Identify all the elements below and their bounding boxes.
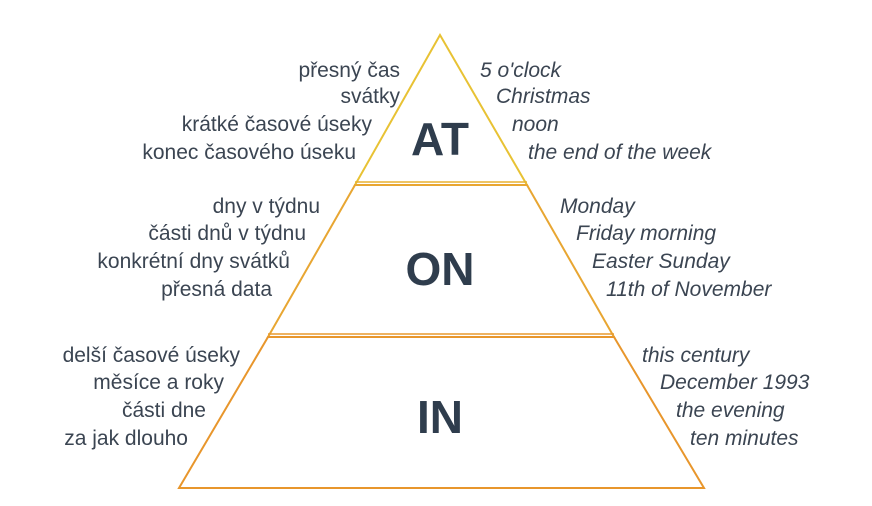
at-czech-3: krátké časové úseky: [181, 113, 372, 136]
in-czech-1: delší časové úseky: [62, 344, 240, 367]
tier-in-shape: [177, 336, 706, 489]
in-english-1: this century: [642, 344, 750, 367]
at-czech-4: konec časového úseku: [142, 141, 356, 164]
at-czech-1: přesný čas: [298, 59, 400, 82]
on-czech-4: přesná data: [161, 278, 272, 301]
tier-in-title: IN: [417, 391, 463, 443]
at-english-3: noon: [512, 113, 559, 136]
on-czech-3: konkrétní dny svátků: [97, 250, 290, 273]
at-english-2: Christmas: [496, 85, 591, 108]
on-english-3: Easter Sunday: [592, 250, 730, 273]
in-czech-2: měsíce a roky: [93, 371, 224, 394]
at-czech-2: svátky: [340, 85, 400, 108]
in-czech-4: za jak dlouho: [64, 427, 188, 450]
in-english-4: ten minutes: [690, 427, 799, 450]
at-english-1: 5 o'clock: [480, 59, 562, 82]
tier-at-title: AT: [411, 113, 469, 165]
in-english-3: the evening: [676, 399, 785, 422]
on-czech-2: části dnů v týdnu: [148, 222, 306, 245]
on-english-2: Friday morning: [576, 222, 717, 245]
in-english-2: December 1993: [660, 371, 810, 394]
at-english-4: the end of the week: [528, 141, 712, 164]
on-czech-1: dny v týdnu: [212, 195, 320, 218]
tier-on-title: ON: [405, 243, 475, 295]
on-english-1: Monday: [560, 195, 635, 218]
in-czech-3: části dne: [121, 399, 206, 422]
on-english-4: 11th of November: [606, 278, 772, 301]
